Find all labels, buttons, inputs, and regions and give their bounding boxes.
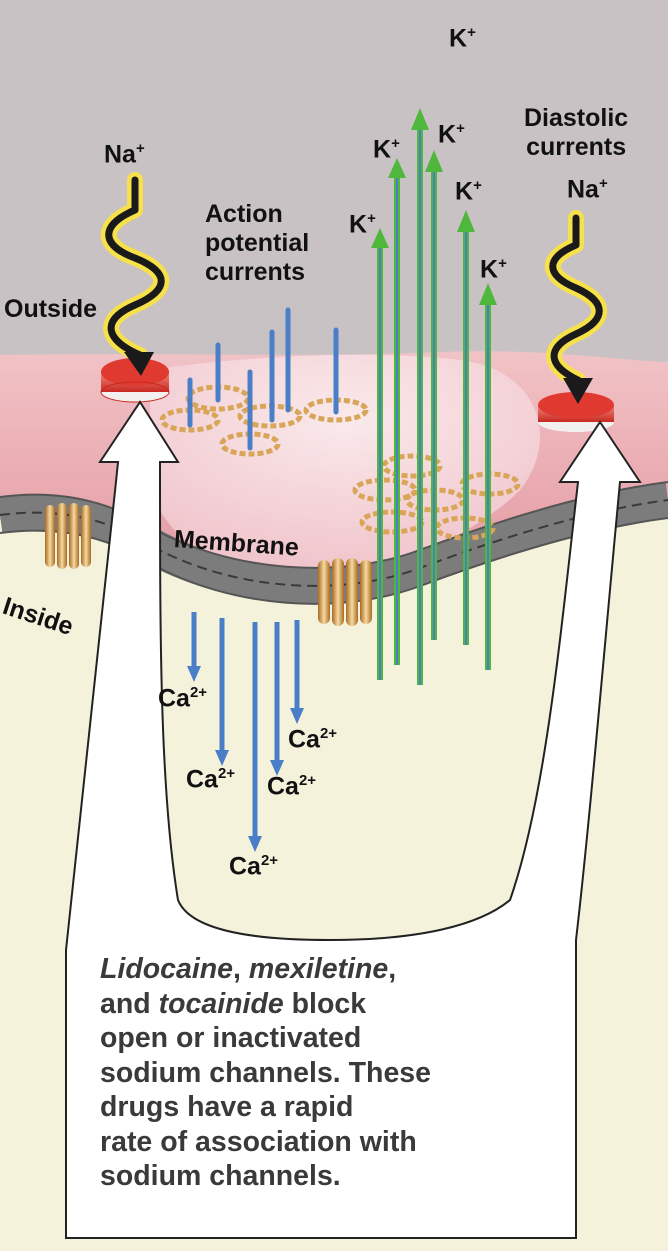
membrane-channel-left: [45, 503, 91, 569]
calcium-ion-label-4: Ca2+: [267, 772, 317, 801]
outside-label: Outside: [4, 295, 98, 323]
action-potential-channel-lines: [187, 307, 339, 451]
drug-name-lidocaine: Lidocaine: [100, 953, 234, 985]
caption-line-6: rate of association with: [100, 1125, 417, 1158]
caption-line-2: and tocainide block: [100, 987, 367, 1020]
sodium-squiggle-right: [544, 210, 608, 404]
calcium-ion-label-5: Ca2+: [229, 852, 279, 881]
sodium-squiggle-left: [100, 172, 170, 376]
potassium-ion-label-3: K+: [349, 210, 376, 239]
potassium-ion-label-5: K+: [480, 255, 507, 284]
sodium-ion-label-right: Na+: [567, 175, 608, 204]
potassium-ion-label-2: K+: [438, 120, 465, 149]
membrane-channel-center: [318, 558, 372, 626]
calcium-ion-label-3: Ca2+: [186, 765, 236, 794]
caption-line-5: drugs have a rapid: [100, 1091, 354, 1123]
sodium-channel-left: [100, 358, 170, 403]
drug-name-mexiletine: mexiletine: [248, 953, 389, 985]
caption-line-3: open or inactivated: [100, 1022, 362, 1054]
calcium-arrowheads: [187, 666, 304, 852]
potassium-efflux-arrows: [371, 108, 497, 685]
potassium-ion-label-4: K+: [455, 177, 482, 206]
action-potential-currents-label: Action potential currents: [205, 200, 310, 286]
caption-line-7: sodium channels.: [100, 1160, 341, 1192]
calcium-ion-label-2: Ca2+: [288, 725, 338, 754]
drug-name-tocainide: tocainide: [158, 987, 284, 1020]
calcium-influx-arrows: [191, 612, 300, 838]
calcium-ion-label-1: Ca2+: [158, 684, 208, 713]
sodium-channel-right: [538, 392, 614, 432]
drug-mechanism-caption: Lidocaine, mexiletine, and tocainide blo…: [100, 952, 570, 1194]
caption-line-1: Lidocaine, mexiletine,: [100, 953, 397, 985]
drug-callout-shape: [65, 400, 642, 1239]
potassium-ion-label-top: K+: [449, 24, 476, 53]
diastolic-currents-label: Diastolic currents: [524, 104, 629, 161]
caption-line-4: sodium channels. These: [100, 1056, 432, 1089]
potassium-ion-label-1: K+: [373, 135, 400, 164]
sodium-ion-label-left: Na+: [104, 140, 145, 169]
